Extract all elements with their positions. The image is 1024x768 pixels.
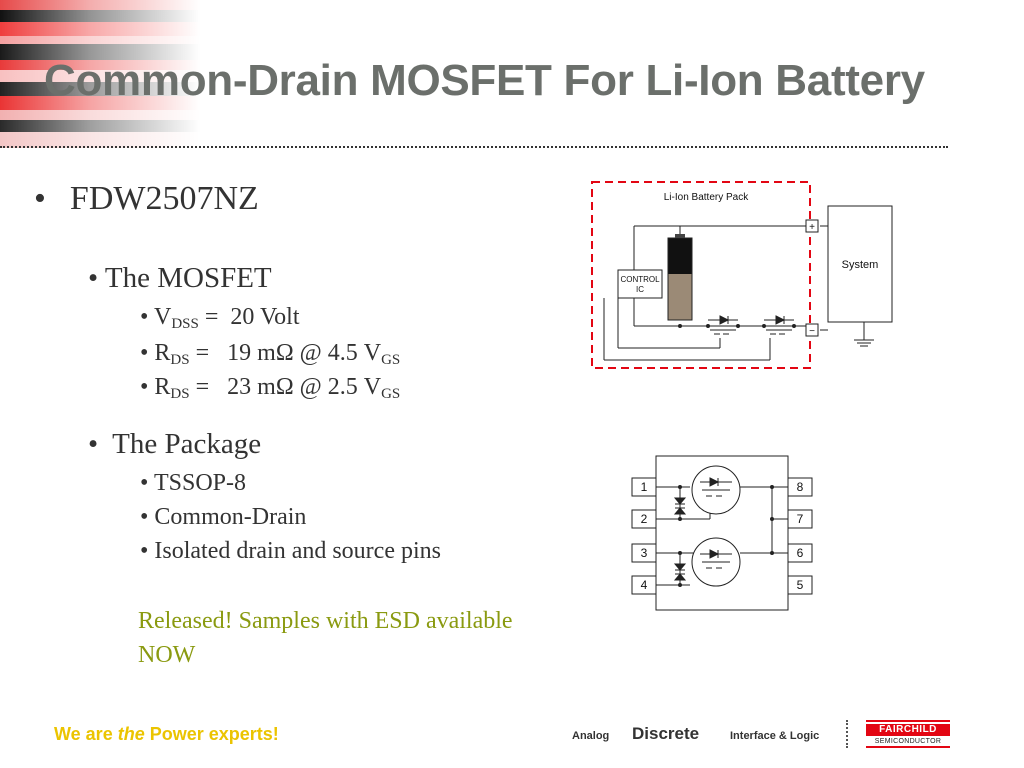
bullet-dot: • bbox=[140, 470, 154, 496]
footer-divider bbox=[846, 720, 848, 748]
mosfet-symbol bbox=[691, 465, 741, 587]
footer-nav-analog[interactable]: Analog bbox=[572, 730, 610, 742]
negative-terminal bbox=[805, 323, 819, 337]
bullet-mosfet-heading: • The MOSFET bbox=[88, 262, 272, 294]
bullet-dot: • bbox=[88, 262, 105, 294]
slide-title: Common-Drain MOSFET For Li-Ion Battery bbox=[44, 56, 925, 105]
battery-cell-bottom bbox=[668, 274, 692, 320]
pin-number: 6 bbox=[797, 546, 804, 560]
positive-terminal bbox=[805, 219, 819, 233]
svg-text:+: + bbox=[809, 222, 815, 233]
ground-icon bbox=[854, 339, 874, 347]
spec-rds-4v5: • RDS = 19 mΩ @ 4.5 VGS bbox=[140, 340, 401, 368]
dual-mosfet-symbol bbox=[708, 315, 794, 335]
bullet-dot: • bbox=[140, 504, 155, 530]
pin-number: 3 bbox=[641, 546, 648, 560]
spec-vdss: • VDSS = 20 Volt bbox=[140, 304, 300, 332]
control-ic-label-2: IC bbox=[636, 285, 644, 294]
spec-rds-2v5: • RDS = 23 mΩ @ 2.5 VGS bbox=[140, 374, 401, 402]
bullet-dot: • bbox=[140, 304, 154, 330]
battery-pack-boundary bbox=[591, 181, 811, 369]
bullet-dot: • bbox=[88, 428, 113, 460]
pin-number: 5 bbox=[797, 578, 804, 592]
pin-number: 2 bbox=[641, 512, 648, 526]
bullet-dot: • bbox=[34, 180, 46, 217]
title-divider bbox=[0, 146, 948, 148]
footer-tagline: We are the Power experts! bbox=[54, 724, 279, 744]
package-item: • Isolated drain and source pins bbox=[140, 538, 441, 564]
bullet-dot: • bbox=[140, 374, 155, 400]
bullet-dot: • bbox=[140, 340, 155, 366]
battery-cell-top bbox=[668, 238, 692, 274]
pin-number: 4 bbox=[641, 578, 648, 592]
bullet-package-heading: • The Package bbox=[88, 428, 262, 460]
fairchild-logo: FAIRCHILD SEMICONDUCTOR bbox=[866, 720, 950, 748]
battery-pack-schematic: Li-Ion Battery Pack CONTROL IC bbox=[591, 181, 893, 369]
pin-box bbox=[787, 575, 813, 595]
footer-nav-interface-logic[interactable]: Interface & Logic bbox=[730, 730, 820, 742]
bullet-dot: • bbox=[140, 538, 155, 564]
control-ic-label: CONTROL bbox=[620, 275, 660, 284]
pin-number: 8 bbox=[797, 480, 804, 494]
corner-decoration bbox=[0, 0, 200, 148]
system-label: System bbox=[842, 259, 879, 271]
package-item: • Common-Drain bbox=[140, 504, 307, 530]
pin-number: 7 bbox=[797, 512, 804, 526]
release-announcement: Released! Samples with ESD available NOW bbox=[138, 608, 513, 668]
control-ic-box bbox=[617, 269, 663, 299]
battery-pack-label: Li-Ion Battery Pack bbox=[664, 192, 749, 203]
esd-diode-icon bbox=[673, 497, 687, 581]
tssop8-pinout-diagram: 1 2 3 4 8 7 6 5 bbox=[631, 455, 813, 611]
system-box bbox=[827, 205, 893, 323]
bullet-part-number: •FDW2507NZ bbox=[34, 180, 259, 217]
pin-number: 1 bbox=[641, 480, 648, 494]
package-item: • TSSOP-8 bbox=[140, 470, 246, 496]
footer-nav-discrete[interactable]: Discrete bbox=[632, 724, 700, 743]
svg-text:−: − bbox=[809, 326, 815, 337]
